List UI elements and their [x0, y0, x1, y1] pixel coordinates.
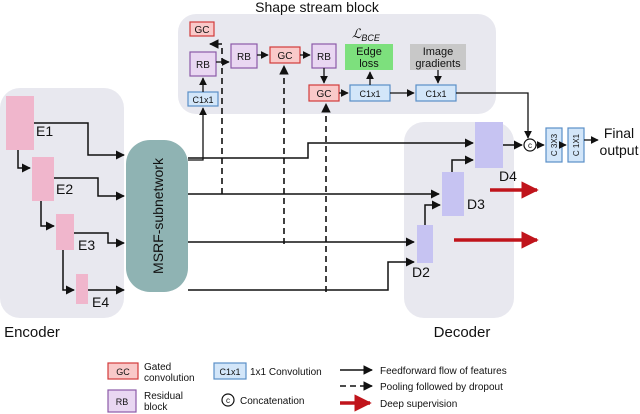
enc-to-msrf-e3 — [74, 232, 125, 248]
legend-rb-line1: Residual — [144, 391, 183, 402]
conv3x3-out-label: C 3X3 — [550, 133, 559, 156]
encoder-block-e3 — [56, 214, 74, 250]
image-gradients-line1: Image — [423, 46, 454, 58]
msrf-label: MSRF-subnetwork — [150, 157, 166, 274]
enc-arrow-e1-e2 — [17, 150, 31, 173]
dec-arrow-d2-d3 — [424, 200, 441, 225]
residual-block-2 — [230, 43, 258, 69]
conv1x1-mid-label: C1x1 — [359, 89, 380, 99]
legend-c1x1-swatch-label: C1x1 — [219, 367, 240, 377]
decoder-block-d4 — [475, 122, 503, 168]
msrf-subnetwork — [126, 140, 188, 292]
legend-concat-swatch — [221, 393, 235, 407]
gated-conv-low-label: GC — [317, 89, 332, 100]
legend-concat-swatch-label: c — [226, 396, 230, 405]
gated-conv-mid-label: GC — [278, 51, 293, 62]
final-output-line2: output — [600, 142, 639, 158]
residual-block-3-label: RB — [317, 52, 331, 63]
conv1x1-left-label: C1x1 — [192, 95, 213, 105]
enc-to-msrf-e1 — [34, 122, 125, 160]
gated-conv-top — [189, 21, 215, 37]
legend-concat-text: Concatenation — [240, 396, 305, 407]
msrf-to-d1 — [188, 257, 415, 291]
legend-gc-swatch — [107, 362, 139, 380]
enc-arrow-e3-e4 — [62, 250, 75, 295]
final-output-line1: Final — [604, 125, 634, 141]
encoder-block-e2 — [32, 157, 54, 201]
decoder-block-d3 — [442, 172, 464, 216]
legend-c1x1-swatch — [213, 362, 247, 380]
decoder-label-d4: D4 — [499, 168, 517, 184]
bce-loss-symbol: ℒBCE — [352, 26, 381, 43]
residual-block-3 — [311, 43, 337, 69]
image-gradients-box — [410, 44, 466, 70]
arrow-msrf-c1x1left — [188, 107, 207, 161]
encoder-block-e1 — [6, 96, 34, 150]
decoder-label-d2: D2 — [412, 264, 430, 280]
conv1x1-out — [567, 127, 585, 163]
encoder-label-e2: E2 — [56, 181, 73, 197]
residual-block-1-label: RB — [196, 60, 210, 71]
decoder-panel — [404, 122, 514, 318]
legend: GC Gated convolution RB Residual block C… — [107, 362, 507, 413]
image-gradients-line2: gradients — [415, 58, 461, 70]
pool-dashed-1 — [209, 39, 223, 194]
gated-conv-top-label: GC — [195, 25, 210, 36]
legend-gc-line1: Gated — [144, 362, 171, 373]
msrf-to-decoder-top — [188, 138, 474, 159]
encoder-label-e1: E1 — [36, 123, 53, 139]
conv1x1-out-label: C 1X1 — [572, 133, 581, 156]
encoder-label-e4: E4 — [92, 294, 109, 310]
decoder-label: Decoder — [434, 324, 491, 341]
legend-rb-line2: block — [144, 402, 168, 413]
enc-arrow-e2-e3 — [40, 201, 55, 231]
shape-stream-title: Shape stream block — [255, 0, 380, 15]
edge-loss-line2: loss — [359, 58, 379, 70]
legend-deep-sup-text: Deep supervision — [380, 399, 457, 410]
legend-pooling-text: Pooling followed by dropout — [380, 382, 503, 393]
encoder-block-e4 — [76, 274, 88, 304]
legend-rb-swatch — [107, 389, 137, 413]
conv1x1-right-label: C1x1 — [425, 89, 446, 99]
decoder-label-d3: D3 — [467, 196, 485, 212]
legend-gc-line2: convolution — [144, 373, 195, 384]
edge-loss-box — [345, 44, 393, 70]
arrow-c1x1-concat — [456, 92, 532, 139]
concat-node-label: c — [528, 141, 532, 150]
residual-block-1 — [189, 51, 217, 77]
dec-arrow-d3-d4 — [451, 155, 474, 172]
legend-gc-swatch-label: GC — [116, 367, 130, 377]
encoder-label-e3: E3 — [78, 237, 95, 253]
residual-block-2-label: RB — [237, 52, 251, 63]
enc-to-msrf-e2 — [54, 177, 125, 201]
legend-feedforward-text: Feedforward flow of features — [380, 366, 507, 377]
decoder-block-d2 — [417, 225, 433, 263]
edge-loss-line1: Edge — [356, 46, 382, 58]
encoder-label: Encoder — [4, 324, 60, 341]
legend-rb-swatch-label: RB — [116, 397, 129, 407]
legend-c1x1-text: 1x1 Convolution — [250, 367, 322, 378]
